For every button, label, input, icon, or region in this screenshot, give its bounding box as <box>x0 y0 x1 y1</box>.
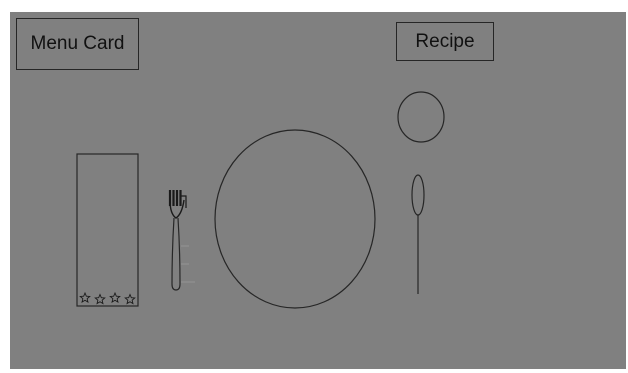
star-icon <box>95 295 105 304</box>
spoon-icon <box>412 175 424 294</box>
star-icon <box>110 293 120 302</box>
fork-icon <box>170 190 195 290</box>
rating-stars <box>80 293 135 304</box>
menu-card-holder[interactable] <box>77 154 138 306</box>
glass-icon <box>398 92 444 142</box>
star-icon <box>80 293 90 302</box>
star-icon <box>125 295 135 304</box>
plate-icon <box>215 130 375 308</box>
